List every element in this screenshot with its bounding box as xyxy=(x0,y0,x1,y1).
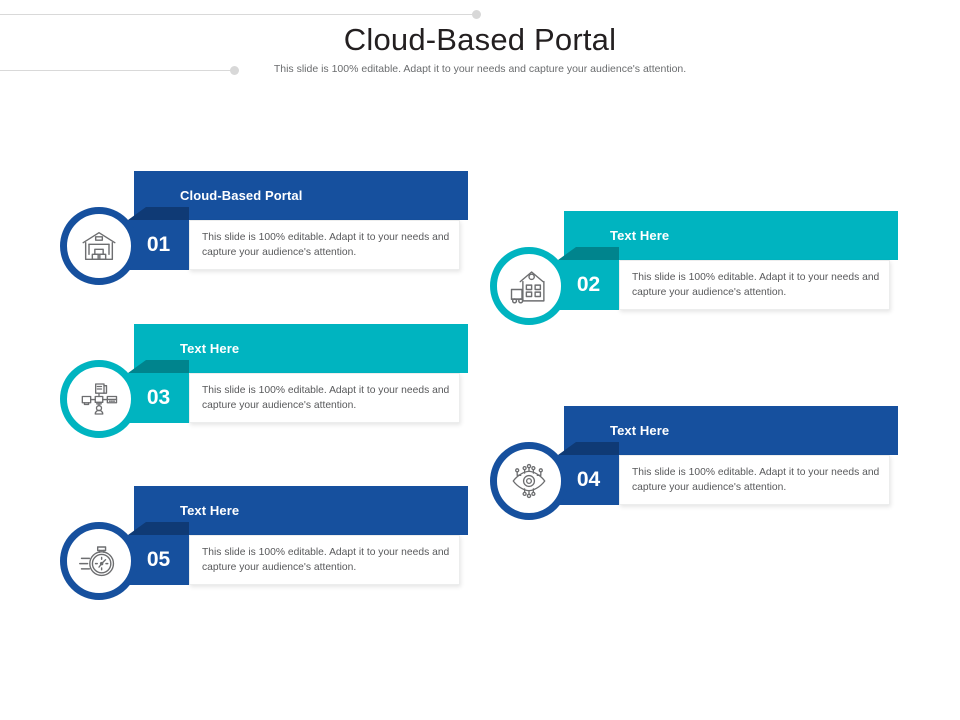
item-heading-label: Cloud-Based Portal xyxy=(180,188,303,203)
list-item[interactable]: Text Here This slide is 100% editable. A… xyxy=(483,205,898,325)
badge-fold xyxy=(128,207,189,220)
item-number-badge: 04 xyxy=(558,442,619,505)
item-heading-label: Text Here xyxy=(180,341,240,356)
item-heading-ribbon: Text Here xyxy=(564,406,898,455)
item-heading-ribbon: Text Here xyxy=(134,324,468,373)
ai-vision-eye-icon xyxy=(490,442,568,520)
item-body-card: This slide is 100% editable. Adapt it to… xyxy=(619,455,890,505)
item-heading-label: Text Here xyxy=(610,423,670,438)
badge-fold xyxy=(558,247,619,260)
item-body-text: This slide is 100% editable. Adapt it to… xyxy=(202,547,450,573)
connected-devices-icon xyxy=(60,360,138,438)
item-body-text: This slide is 100% editable. Adapt it to… xyxy=(632,272,880,298)
item-number-label: 02 xyxy=(558,260,619,310)
item-number-label: 04 xyxy=(558,455,619,505)
warehouse-truck-icon xyxy=(490,247,568,325)
item-heading-ribbon: Text Here xyxy=(134,486,468,535)
item-heading-ribbon: Text Here xyxy=(564,211,898,260)
item-number-badge: 03 xyxy=(128,360,189,423)
warehouse-icon xyxy=(60,207,138,285)
decorative-line-subtitle xyxy=(0,70,234,71)
item-number-badge: 02 xyxy=(558,247,619,310)
stopwatch-icon xyxy=(60,522,138,600)
decorative-line-top xyxy=(0,14,475,15)
item-heading-label: Text Here xyxy=(610,228,670,243)
item-number-badge: 05 xyxy=(128,522,189,585)
page-title: Cloud-Based Portal xyxy=(343,22,617,57)
item-body-card: This slide is 100% editable. Adapt it to… xyxy=(189,373,460,423)
item-number-label: 03 xyxy=(128,373,189,423)
badge-fold xyxy=(558,442,619,455)
item-number-label: 01 xyxy=(128,220,189,270)
item-heading-ribbon: Cloud-Based Portal xyxy=(134,171,468,220)
item-body-text: This slide is 100% editable. Adapt it to… xyxy=(202,232,450,258)
list-item[interactable]: Text Here This slide is 100% editable. A… xyxy=(53,318,468,438)
item-body-card: This slide is 100% editable. Adapt it to… xyxy=(619,260,890,310)
decorative-dot-subtitle xyxy=(230,66,239,75)
badge-fold xyxy=(128,360,189,373)
item-body-card: This slide is 100% editable. Adapt it to… xyxy=(189,220,460,270)
badge-fold xyxy=(128,522,189,535)
item-body-text: This slide is 100% editable. Adapt it to… xyxy=(632,467,880,493)
list-item[interactable]: Text Here This slide is 100% editable. A… xyxy=(53,480,468,600)
page-subtitle: This slide is 100% editable. Adapt it to… xyxy=(273,63,687,75)
list-item[interactable]: Cloud-Based Portal This slide is 100% ed… xyxy=(53,165,468,285)
list-item[interactable]: Text Here This slide is 100% editable. A… xyxy=(483,400,898,520)
item-heading-label: Text Here xyxy=(180,503,240,518)
item-number-label: 05 xyxy=(128,535,189,585)
item-number-badge: 01 xyxy=(128,207,189,270)
item-body-text: This slide is 100% editable. Adapt it to… xyxy=(202,385,450,411)
item-body-card: This slide is 100% editable. Adapt it to… xyxy=(189,535,460,585)
decorative-dot-top xyxy=(472,10,481,19)
